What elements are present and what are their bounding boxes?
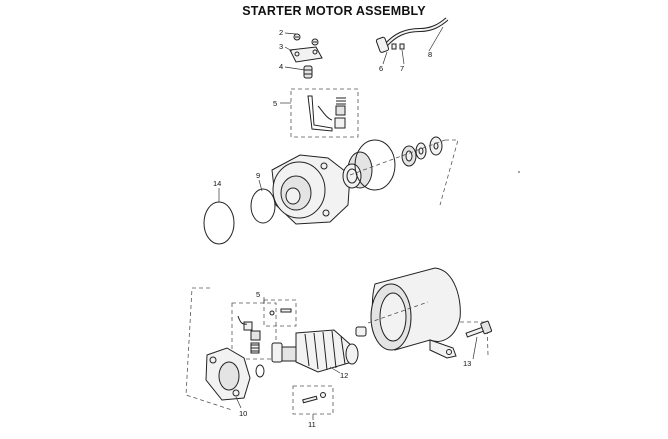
diagram-title: STARTER MOTOR ASSEMBLY bbox=[242, 4, 426, 18]
callout-5-top: 5 bbox=[273, 99, 277, 108]
callout-2: 2 bbox=[279, 28, 283, 37]
brush-holder bbox=[307, 95, 346, 132]
callout-13: 13 bbox=[463, 359, 471, 368]
armature bbox=[271, 326, 367, 373]
screw-pair bbox=[293, 33, 319, 46]
callout-6: 6 bbox=[379, 64, 383, 73]
callout-12: 12 bbox=[340, 371, 348, 380]
terminal-bolt bbox=[303, 65, 313, 79]
callout-3: 3 bbox=[279, 42, 283, 51]
callout-10: 10 bbox=[239, 409, 247, 418]
assembly-frame-bottom bbox=[185, 287, 233, 411]
callout-8: 8 bbox=[428, 50, 432, 59]
callout-leaders bbox=[218, 26, 478, 420]
motor-case bbox=[370, 267, 461, 359]
rear-cover bbox=[271, 151, 373, 225]
bearing-washer-stack bbox=[401, 136, 443, 167]
cover-seal-ring bbox=[354, 139, 396, 191]
callout-7: 7 bbox=[400, 64, 404, 73]
callout-14: 14 bbox=[213, 179, 221, 188]
starter-cable bbox=[375, 17, 449, 53]
axis-line-top bbox=[349, 139, 459, 206]
brush-holder-box bbox=[290, 88, 359, 138]
stray-mark bbox=[518, 171, 520, 173]
callout-9: 9 bbox=[256, 171, 260, 180]
callout-4: 4 bbox=[279, 62, 283, 71]
front-bracket bbox=[205, 347, 251, 401]
through-bolt bbox=[465, 320, 493, 338]
callout-11: 11 bbox=[308, 420, 316, 429]
o-ring-large bbox=[203, 201, 235, 245]
o-ring-small bbox=[250, 188, 276, 224]
brush-set bbox=[237, 315, 261, 354]
screw-lower bbox=[302, 392, 326, 404]
screw-upper bbox=[269, 308, 292, 316]
brush-set-box bbox=[231, 302, 277, 360]
axis-line-bottom bbox=[367, 301, 489, 356]
callout-5-bottom: 5 bbox=[256, 290, 260, 299]
bracket-ring bbox=[255, 364, 265, 378]
terminal-plate bbox=[289, 46, 323, 63]
screw-box-upper bbox=[263, 299, 297, 327]
bearing-plate bbox=[342, 163, 362, 189]
